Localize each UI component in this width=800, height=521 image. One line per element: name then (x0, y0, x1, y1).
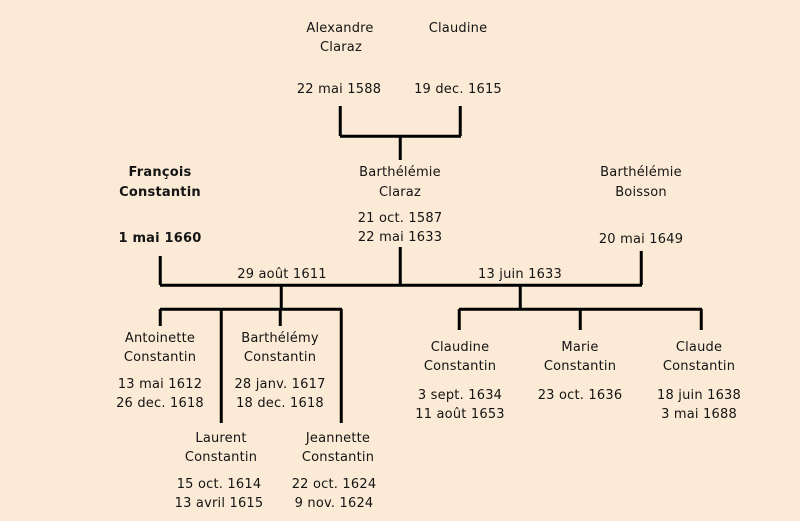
marriage1-date-label: 29 août 1611 (237, 267, 327, 282)
person-claudine-constantin-name-line2: Constantin (423, 359, 497, 374)
connector-claudine-c-stub (457, 309, 461, 330)
person-jeannette-name-line2: Constantin (301, 450, 375, 465)
connector-barthelemie-claraz-drop (398, 247, 402, 285)
connector-claudine-drop (458, 106, 462, 136)
connector-barthelemie-boisson-drop (639, 251, 643, 285)
person-antoinette-name-line2: Constantin (123, 350, 197, 365)
person-laurent-name-line2: Constantin (184, 450, 258, 465)
connector-claude-stub (699, 309, 703, 330)
person-marie-date1: 23 oct. 1636 (537, 388, 623, 403)
connector-top-couple-child-drop (398, 136, 402, 160)
person-claude-date1: 18 juin 1638 (657, 388, 741, 403)
person-antoinette-name-line1: Antoinette (124, 331, 196, 346)
person-claudine-constantin-date1: 3 sept. 1634 (417, 388, 503, 403)
person-barthelemie-claraz-date2: 22 mai 1633 (357, 230, 443, 245)
person-barthelemie-claraz-name-line2: Claraz (379, 185, 421, 200)
marriage2-date-label: 13 juin 1633 (478, 267, 562, 282)
person-barthelemie-claraz-date1: 21 oct. 1587 (357, 211, 443, 226)
person-barthelemy-name-line2: Constantin (243, 350, 317, 365)
person-antoinette-date2: 26 dec. 1618 (116, 396, 204, 411)
person-barthelemie-boisson-name-line2: Boisson (615, 185, 667, 200)
person-francois-constantin-date1: 1 mai 1660 (118, 231, 202, 246)
connector-antoinette-stub (158, 309, 162, 326)
person-francois-constantin-name-line2: Constantin (119, 185, 201, 200)
person-claude-name-line2: Constantin (662, 359, 736, 374)
connector-barthelemy-stub (278, 309, 282, 326)
person-jeannette-date2: 9 nov. 1624 (294, 496, 374, 511)
person-alexandre-claraz-name-line2: Claraz (320, 40, 362, 55)
person-alexandre-claraz-date1: 22 mai 1588 (296, 82, 382, 97)
person-alexandre-claraz-name-line1: Alexandre (306, 21, 374, 36)
person-barthelemie-boisson-name-line1: Barthélémie (600, 165, 682, 180)
person-claudine-constantin-date2: 11 août 1653 (415, 407, 505, 422)
person-antoinette-date1: 13 mai 1612 (117, 377, 203, 392)
person-claude-date2: 3 mai 1688 (661, 407, 737, 422)
person-claude-name-line1: Claude (675, 340, 723, 355)
person-barthelemy-name-line1: Barthélémy (241, 331, 319, 346)
connector-marriage2-children-drop (518, 285, 522, 310)
connector-laurent-line (219, 309, 223, 423)
person-laurent-name-line1: Laurent (195, 431, 247, 446)
person-marie-name-line2: Constantin (543, 359, 617, 374)
person-claudine-name-line1: Claudine (428, 21, 488, 36)
person-jeannette-date1: 22 oct. 1624 (291, 477, 377, 492)
person-jeannette-name-line1: Jeannette (305, 431, 371, 446)
connector-alexandre-drop (338, 106, 342, 136)
connector-francois-drop (158, 256, 162, 285)
person-laurent-date2: 13 avril 1615 (174, 496, 264, 511)
person-laurent-date1: 15 oct. 1614 (176, 477, 262, 492)
person-barthelemy-date1: 28 janv. 1617 (234, 377, 326, 392)
connector-jeannette-line (339, 309, 343, 423)
person-barthelemie-boisson-date1: 20 mai 1649 (598, 232, 684, 247)
connector-left-children-bar (160, 307, 342, 311)
connector-marriage-bar (160, 283, 642, 287)
person-barthelemie-claraz-name-line1: Barthélémie (359, 165, 441, 180)
person-barthelemy-date2: 18 dec. 1618 (236, 396, 324, 411)
person-francois-constantin-name-line1: François (128, 165, 192, 180)
person-claudine-date1: 19 dec. 1615 (414, 82, 502, 97)
person-marie-name-line1: Marie (561, 340, 599, 355)
connector-marriage1-children-drop (279, 285, 283, 310)
connector-marie-stub (578, 309, 582, 330)
person-claudine-constantin-name-line1: Claudine (430, 340, 490, 355)
